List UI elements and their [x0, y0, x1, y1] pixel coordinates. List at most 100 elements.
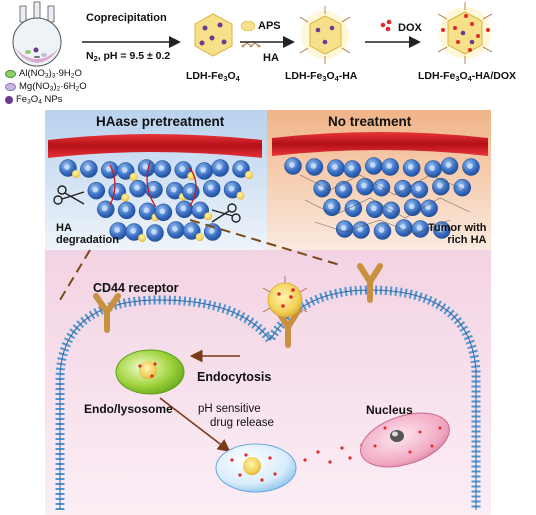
scissors-icon-left — [53, 185, 85, 205]
cell-nucleus — [467, 163, 473, 169]
endolysosome — [115, 349, 185, 395]
cell-nucleus — [134, 184, 140, 191]
cell-nucleus — [369, 162, 376, 168]
release-arrow — [159, 397, 231, 452]
cell-nucleus — [340, 225, 347, 231]
cell-nucleus — [386, 163, 393, 169]
nanoparticle — [245, 171, 253, 179]
endolysosome-label: Endo/lysosome — [84, 402, 173, 416]
cell-nucleus — [332, 164, 338, 170]
cell-nucleus — [200, 167, 207, 173]
cell-nucleus — [130, 228, 136, 234]
cell-nucleus — [370, 205, 377, 212]
cell-nucleus — [179, 166, 186, 172]
cell-nucleus — [407, 164, 414, 170]
step1-title: Coprecipitation — [86, 12, 167, 24]
cell-nucleus — [216, 164, 222, 170]
mg-icon — [5, 82, 16, 91]
endocytosis-label: Endocytosis — [197, 370, 272, 384]
legend-item-fe3o4: Fe3O4 NPs — [5, 94, 62, 106]
cell-nucleus — [151, 229, 157, 235]
no-treatment-title: No treatment — [328, 114, 412, 129]
cell-membrane-edge — [59, 289, 477, 510]
cell-nucleus — [208, 228, 215, 234]
al-icon — [5, 69, 16, 78]
cell-nucleus — [310, 163, 317, 169]
ldh-fe3o4-ha-particle — [299, 6, 351, 64]
cell-nucleus — [237, 165, 243, 171]
product-ldh-fe3o4: LDH-Fe3O4 — [186, 70, 240, 83]
cell-nucleus — [64, 164, 70, 170]
fe3o4-icon — [5, 95, 13, 104]
cell-nucleus — [180, 205, 187, 212]
cell-nucleus — [158, 165, 165, 171]
ldh-fe3o4-particle — [194, 13, 233, 57]
nanoparticle — [195, 233, 204, 241]
nanoparticle — [138, 234, 147, 242]
ldh-fe3o4-ha-dox-particle — [437, 2, 493, 64]
cell-nucleus — [399, 184, 405, 191]
legend-item-al: Al(NO3)3·9H2O — [5, 68, 82, 80]
cell-nucleus — [361, 182, 367, 189]
cell-nucleus — [143, 207, 150, 214]
nanoparticle — [72, 170, 80, 178]
legend-item-mg: Mg(NO3)2·6H2O — [5, 81, 87, 93]
cell-nucleus — [207, 184, 214, 191]
ha-label: HA — [263, 52, 279, 64]
cell-nucleus — [416, 225, 423, 231]
cell-nucleus — [105, 166, 112, 172]
nanoparticle-binding — [262, 276, 308, 318]
cell-nucleus — [186, 187, 193, 194]
tumor-cells-right — [284, 157, 480, 240]
nanoparticle — [236, 191, 245, 200]
cell-nucleus — [228, 185, 235, 192]
aps-icon — [240, 20, 256, 32]
cell-nucleus — [378, 227, 385, 233]
cell-nucleus — [339, 185, 346, 192]
aps-label: APS — [258, 20, 281, 32]
flask-icon — [12, 1, 62, 67]
cell-nucleus — [142, 164, 149, 170]
cell-nucleus — [348, 165, 355, 171]
product-ldh-fe3o4-ha: LDH-Fe3O4-HA — [285, 70, 358, 83]
cell-nucleus — [437, 182, 443, 189]
cell-nucleus — [121, 167, 128, 173]
cell-nucleus — [187, 227, 194, 233]
cell-nucleus — [172, 226, 178, 232]
cell-nucleus — [85, 165, 91, 171]
zoom-line-right — [189, 219, 341, 266]
cell-nucleus — [159, 208, 166, 215]
nucleus-label: Nucleus — [366, 403, 413, 417]
cell-nucleus — [150, 185, 156, 192]
cell-nucleus — [438, 226, 444, 232]
cell-nucleus — [171, 186, 177, 193]
capillary-branch — [109, 161, 197, 208]
cell-nucleus — [92, 186, 99, 193]
cell-nucleus — [408, 203, 415, 210]
cell-nucleus — [101, 205, 108, 212]
tumor-cells-left — [59, 159, 253, 242]
cell-nucleus — [415, 185, 422, 192]
dox-label: DOX — [398, 22, 422, 34]
nanoparticle — [129, 173, 138, 181]
haase-title: HAase pretreatment — [96, 114, 225, 129]
blood-vessel-right — [272, 132, 488, 156]
nucleus — [360, 412, 450, 468]
dox-icon — [380, 19, 392, 32]
ha-network — [299, 174, 471, 235]
lysosome-release — [215, 443, 297, 493]
cell-nucleus — [425, 204, 431, 211]
step1-conditions: N2, pH = 9.5 ± 0.2 — [86, 50, 171, 63]
cell-nucleus — [196, 206, 203, 213]
blood-vessel-left — [48, 134, 262, 158]
cd44-label: CD44 receptor — [93, 281, 179, 295]
nanoparticle — [204, 212, 213, 221]
nanoparticle — [121, 193, 130, 202]
cell-nucleus — [114, 227, 121, 233]
cell-nucleus — [289, 162, 295, 168]
zoom-line-left — [59, 249, 91, 301]
